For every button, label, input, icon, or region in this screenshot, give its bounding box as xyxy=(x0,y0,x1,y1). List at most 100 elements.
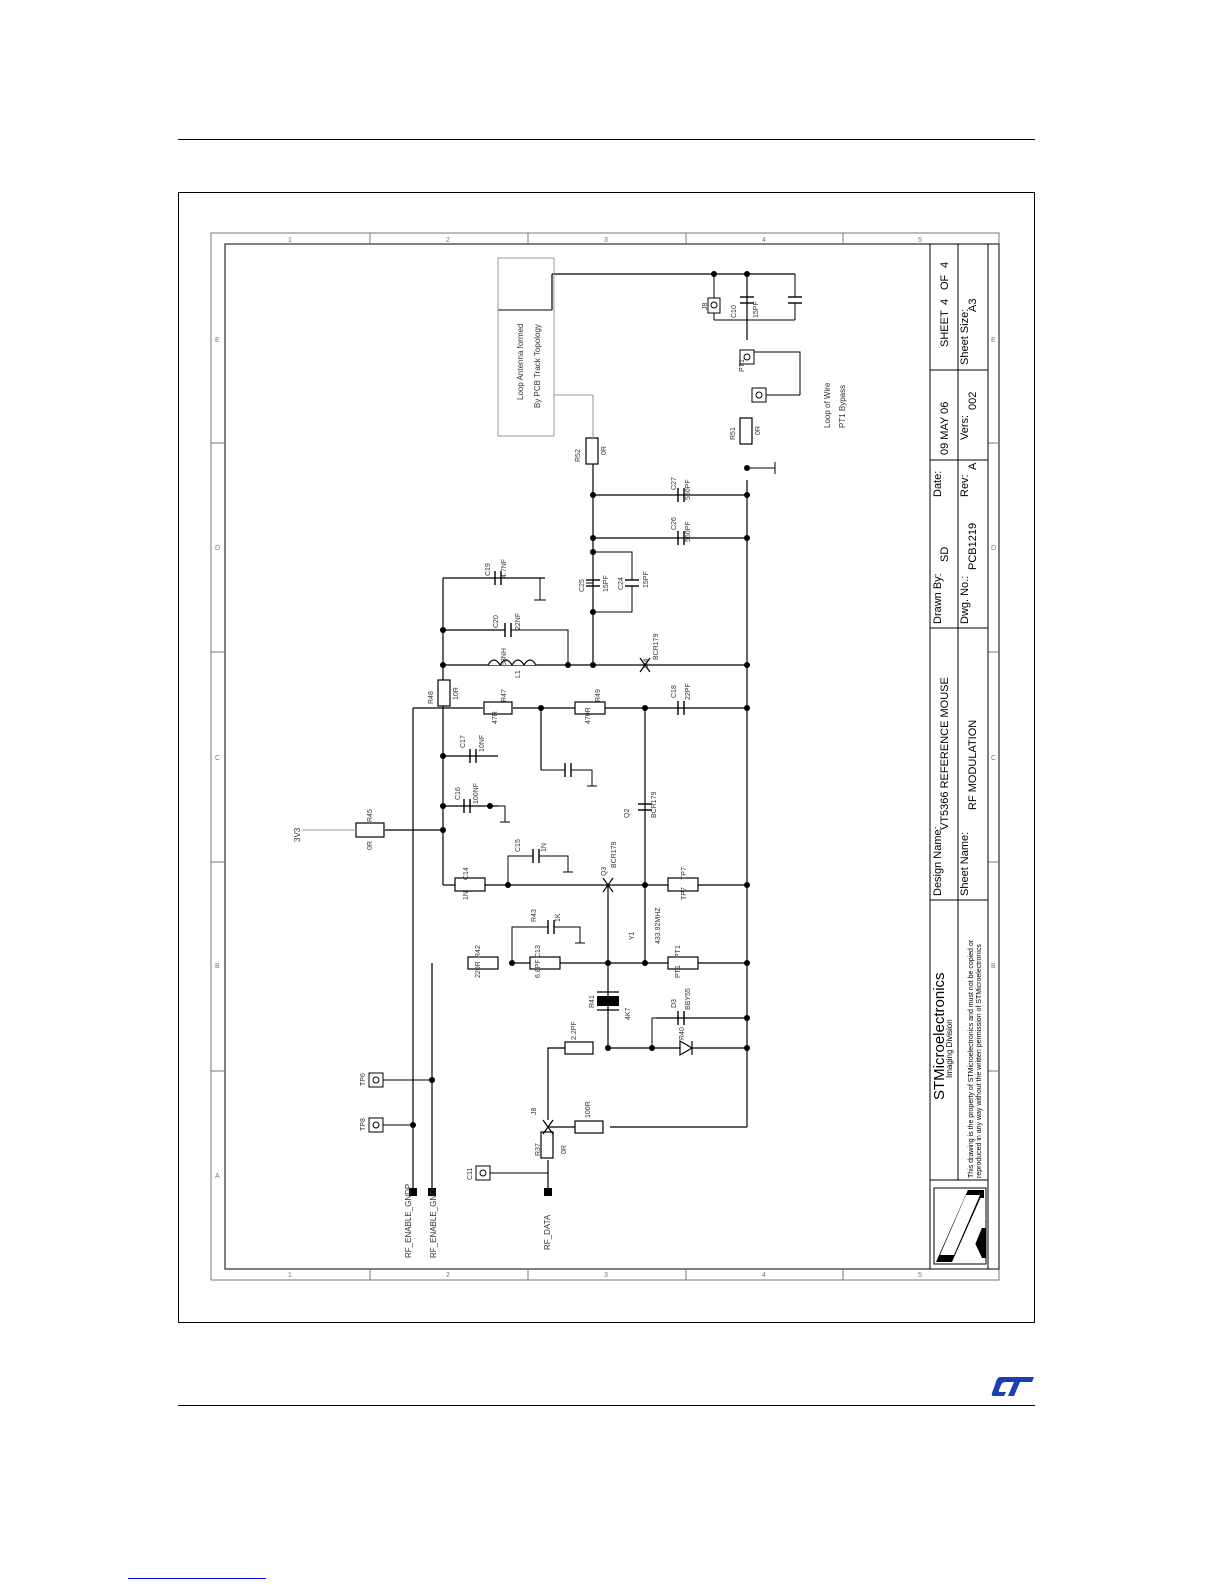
value-label: 433.92MHZ xyxy=(655,907,662,944)
ref-label: PT1 xyxy=(675,945,682,958)
value-label: 560PF xyxy=(685,521,692,542)
value-label: 0R xyxy=(755,426,762,435)
value-label: 0R xyxy=(367,841,374,850)
grid-bottom-5: 5 xyxy=(918,1272,922,1279)
value-label: PT1 xyxy=(675,965,682,978)
ref-label: R49 xyxy=(595,689,602,702)
value-label: 22PF xyxy=(685,683,692,700)
ref-label: R48 xyxy=(428,691,435,704)
date: 09 MAY 06 xyxy=(939,402,951,455)
value-label: 100NF xyxy=(473,783,480,804)
vers-label: Vers: xyxy=(959,415,971,440)
value-label: 0R xyxy=(561,1145,568,1154)
ref-label: R47 xyxy=(501,689,508,702)
value-label: 1N xyxy=(463,891,470,900)
ref-label: D3 xyxy=(671,999,678,1008)
ref-label: J8 xyxy=(531,1108,538,1116)
value-label: 4K7 xyxy=(625,1007,632,1020)
dwg-no-label: Dwg. No.: xyxy=(959,576,971,624)
value-label: 15PF xyxy=(643,571,650,588)
net-rf-enable-gnd: RF_ENABLE_GND xyxy=(429,1189,438,1258)
sheet-total: 4 xyxy=(939,262,951,268)
ref-label: TP6 xyxy=(360,1073,367,1086)
disclaimer-line-2: reproduced in any way without the writte… xyxy=(976,944,983,1178)
grid-side-c: C xyxy=(215,755,220,762)
value-label: 68NH xyxy=(501,648,508,666)
grid-bottom-1: 1 xyxy=(288,1272,292,1279)
sheet-of: OF xyxy=(939,274,951,290)
ref-label: L1 xyxy=(515,670,522,678)
ref-label: C10 xyxy=(731,305,738,318)
ref-label: C11 xyxy=(467,1168,474,1180)
grid-top-4: 4 xyxy=(762,237,766,244)
ref-label: Q4 xyxy=(643,659,650,668)
ref-label: C15 xyxy=(515,839,522,852)
drawn-by-label: Drawn By: xyxy=(932,573,944,624)
page-link-underline[interactable] xyxy=(128,1578,266,1579)
grid-right-c: C xyxy=(991,755,996,762)
ref-label: Q3 xyxy=(601,867,608,876)
value-label: 0R xyxy=(601,446,608,455)
ref-label: R37 xyxy=(535,1143,542,1156)
value-label: 2.2PF xyxy=(571,1021,578,1040)
ref-label: C26 xyxy=(671,517,678,530)
value-label: 4.7NF xyxy=(501,559,508,578)
grid-bottom-2: 2 xyxy=(446,1272,450,1279)
vers: 002 xyxy=(967,392,979,410)
sheet-size: A3 xyxy=(967,299,979,312)
ref-label: R45 xyxy=(367,809,374,822)
antenna-note-2: By PCB Track Topology xyxy=(533,324,542,408)
sheet-size-label: Sheet Size: xyxy=(959,309,971,365)
header-rule xyxy=(178,139,1035,140)
sheet-name-label: Sheet Name: xyxy=(959,832,971,896)
ref-label: TP7 xyxy=(681,867,688,880)
grid-top-3: 3 xyxy=(604,237,608,244)
value-label: BBY55 xyxy=(685,988,692,1010)
value-label: 47R xyxy=(492,711,499,724)
value-label: 10NF xyxy=(479,735,486,752)
drawn-by: SD xyxy=(939,547,951,562)
grid-side-d: D xyxy=(215,545,220,552)
ref-label: R52 xyxy=(575,449,582,462)
value-label: BCR179 xyxy=(651,791,658,818)
ref-label: R51 xyxy=(730,427,737,440)
st-logo-footer xyxy=(991,1377,1034,1396)
ref-label: C19 xyxy=(485,563,492,576)
bypass-note-1: Loop of Wire xyxy=(823,382,832,428)
sheet-no: 4 xyxy=(939,299,951,305)
company-name: STMicroelectronics xyxy=(931,972,948,1100)
ref-label: C25 xyxy=(579,579,586,592)
grid-side-a: A xyxy=(215,1173,220,1180)
value-label: BCR179 xyxy=(611,841,618,868)
grid-right-d: D xyxy=(991,545,996,552)
grid-top-2: 2 xyxy=(446,237,450,244)
ref-label: R40 xyxy=(679,1027,686,1040)
dwg-no: PCB1219 xyxy=(967,523,979,570)
bypass-note-2: PT1 Bypass xyxy=(838,385,847,428)
disclaimer-line-1: This drawing is the property of STMicroe… xyxy=(968,939,975,1178)
sheet-name: RF MODULATION xyxy=(967,720,979,810)
ref-label: C16 xyxy=(455,787,462,800)
net-vdd: 3V3 xyxy=(293,827,302,842)
ref-label: Y1 xyxy=(629,931,636,940)
value-label: 220R xyxy=(475,961,482,978)
ref-label: C14 xyxy=(463,867,470,880)
value-label: 1K xyxy=(555,913,562,922)
ref-label: R43 xyxy=(531,909,538,922)
ref-label: J8 xyxy=(702,303,709,311)
grid-top-5: 5 xyxy=(918,237,922,244)
date-label: Date: xyxy=(932,471,944,497)
value-label: 22NF xyxy=(515,613,522,630)
division-name: Imaging Division xyxy=(945,1019,954,1078)
ref-label: Q2 xyxy=(624,809,631,818)
value-label: 470R xyxy=(585,707,592,724)
antenna-note-1: Loop Antenna formed xyxy=(516,323,525,400)
ref-label: C27 xyxy=(671,477,678,490)
ref-label: R42 xyxy=(475,945,482,958)
value-label: 560PF xyxy=(685,479,692,500)
design-name-label: Design Name: xyxy=(932,826,944,896)
value-label: TP7 xyxy=(681,887,688,900)
value-label: 10R xyxy=(453,687,460,700)
rev-label: Rev: xyxy=(959,474,971,497)
